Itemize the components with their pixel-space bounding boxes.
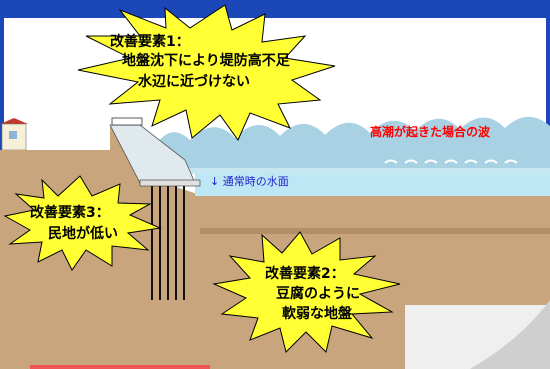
- starburst-factor3: [3, 175, 162, 271]
- ripple-marks: [384, 159, 518, 164]
- factor2-line1: 豆腐のように: [276, 286, 360, 302]
- bottom-strip: [30, 365, 210, 369]
- factor1-line2: 水辺に近づけない: [138, 74, 250, 90]
- top-title-bar: [0, 0, 550, 18]
- factor1-line1: 地盤沈下により堤防高不足: [122, 53, 290, 69]
- normal-sea: [195, 172, 550, 196]
- starburst-factor1: [77, 4, 336, 141]
- pile-cap: [139, 179, 201, 187]
- normal-water-label: ↓ 通常時の水面: [210, 175, 289, 188]
- factor2-line2: 軟弱な地盤: [282, 306, 352, 322]
- factor1-title: 改善要素1：: [110, 34, 190, 50]
- soft-ground-band: [200, 228, 550, 234]
- storm-surge-label: 高潮が起きた場合の波: [370, 125, 491, 139]
- factor3-title: 改善要素3：: [30, 205, 110, 221]
- factor2-title: 改善要素2：: [265, 266, 345, 282]
- pile-foundation: [151, 183, 185, 300]
- house-icon: [0, 118, 28, 151]
- starburst-factor2: [212, 231, 401, 353]
- factor3-line1: 民地が低い: [48, 226, 118, 242]
- levee-railing: [111, 117, 143, 126]
